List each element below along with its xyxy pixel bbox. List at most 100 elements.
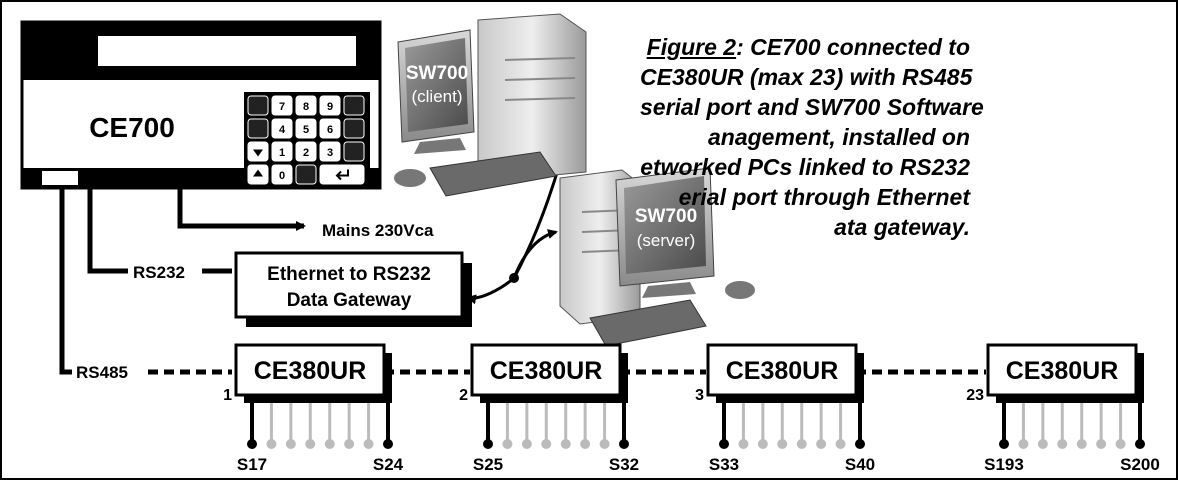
unit-index: 3 xyxy=(695,387,704,404)
rs232-line xyxy=(87,188,128,274)
sensor-node xyxy=(383,439,393,449)
unit-index: 2 xyxy=(459,387,468,404)
sensor-first-label: S17 xyxy=(237,455,267,474)
keypad-key xyxy=(343,118,365,139)
unit-index: 23 xyxy=(966,387,984,404)
caption-figure-label: Figure 2 xyxy=(646,34,737,60)
keypad-key-label: 4 xyxy=(279,124,286,136)
figure-caption: Figure 2: CE700 connected to CE380UR (ma… xyxy=(640,32,984,242)
mouse-server xyxy=(725,281,755,299)
sensor-node xyxy=(719,439,729,449)
screen-server xyxy=(624,176,706,274)
sensor-node xyxy=(1037,439,1048,449)
sensor-node xyxy=(285,439,296,449)
sensor-node xyxy=(580,439,591,449)
sensor-node xyxy=(344,439,355,449)
pc-client-name: SW700 xyxy=(406,63,468,84)
monitor-stand-client xyxy=(414,138,466,154)
sensor-last-label: S24 xyxy=(373,455,404,474)
keypad-key-label: 3 xyxy=(327,147,333,159)
keypad-key xyxy=(295,95,317,116)
rs485-line xyxy=(59,188,72,375)
caption-line: Figure 2: CE700 connected to xyxy=(646,34,970,60)
caption-line: serial port and SW700 Software xyxy=(640,94,984,120)
sensor-node xyxy=(1096,439,1107,449)
unit-name: CE380UR xyxy=(254,357,367,385)
sensor-node xyxy=(599,439,610,449)
keypad-key-label: 6 xyxy=(327,124,333,136)
keypad-key-label: 7 xyxy=(279,101,285,113)
network-node xyxy=(509,273,519,283)
unit-box xyxy=(706,343,858,397)
unit-name: CE380UR xyxy=(726,357,839,385)
enter-icon xyxy=(335,169,349,181)
sensor-first-label: S25 xyxy=(473,455,503,474)
keypad-key xyxy=(319,141,341,162)
caption-line: CE380UR (max 23) with RS485 xyxy=(640,64,973,90)
keypad-key xyxy=(343,95,365,116)
rs232-label: RS232 xyxy=(133,263,185,282)
sensor-last-label: S40 xyxy=(845,455,875,474)
controller-display xyxy=(98,36,356,66)
keypad-key xyxy=(247,95,269,116)
gateway-box: Ethernet to RS232 Data Gateway xyxy=(234,251,472,327)
network-link-gateway xyxy=(466,276,515,305)
pc-server: SW700 (server) xyxy=(559,167,755,347)
caption-line: ata gateway. xyxy=(834,214,970,240)
sensor-last-label: S200 xyxy=(1120,455,1160,474)
rs485-label: RS485 xyxy=(76,363,128,382)
sensor-node xyxy=(835,439,846,449)
sensor-node xyxy=(796,439,807,449)
sensor-node xyxy=(1115,439,1126,449)
sensor-node xyxy=(816,439,827,449)
sensor-node xyxy=(777,439,788,449)
tower-client xyxy=(477,13,587,181)
sensor-node xyxy=(757,439,768,449)
unit-box xyxy=(986,343,1138,397)
sensor-node xyxy=(1076,439,1087,449)
keypad-key xyxy=(271,118,293,139)
mouse-client xyxy=(394,169,426,187)
up-arrow-icon xyxy=(253,169,263,177)
keypad-key xyxy=(343,141,365,162)
sensor-node xyxy=(305,439,316,449)
caption-line: anagement, installed on xyxy=(708,124,970,150)
sensor-node xyxy=(560,439,571,449)
unit-name: CE380UR xyxy=(1006,357,1119,385)
controller-indicator xyxy=(42,171,78,185)
keypad-key xyxy=(271,95,293,116)
sensor-node xyxy=(266,439,277,449)
unit-index: 1 xyxy=(223,387,232,404)
pc-client-role: (client) xyxy=(411,87,462,106)
keypad-key xyxy=(295,164,317,185)
sensor-node xyxy=(324,439,335,449)
keypad-key xyxy=(247,118,269,139)
keypad-key-label: 2 xyxy=(303,147,309,159)
keypad-key xyxy=(295,141,317,162)
sensor-node xyxy=(247,439,257,449)
unit-name: CE380UR xyxy=(490,357,603,385)
monitor-stand-server xyxy=(642,282,696,298)
network-link-server xyxy=(512,229,558,279)
mains-line xyxy=(177,188,306,231)
keyboard-server xyxy=(589,299,707,347)
keypad-key xyxy=(295,118,317,139)
unit-box xyxy=(234,343,386,397)
sensor-last-label: S32 xyxy=(609,455,639,474)
keypad-key-label: 0 xyxy=(279,170,285,182)
caption-line: etworked PCs linked to RS232 xyxy=(640,154,970,180)
pc-server-role: (server) xyxy=(637,231,696,250)
keypad-key-label: 9 xyxy=(327,101,333,113)
keypad-key-label: 8 xyxy=(303,101,309,113)
keypad-key-label: 5 xyxy=(303,124,309,136)
keypad-key xyxy=(271,164,293,185)
screen-client xyxy=(405,38,468,132)
sensor-node xyxy=(502,439,513,449)
sensor-node xyxy=(1057,439,1068,449)
